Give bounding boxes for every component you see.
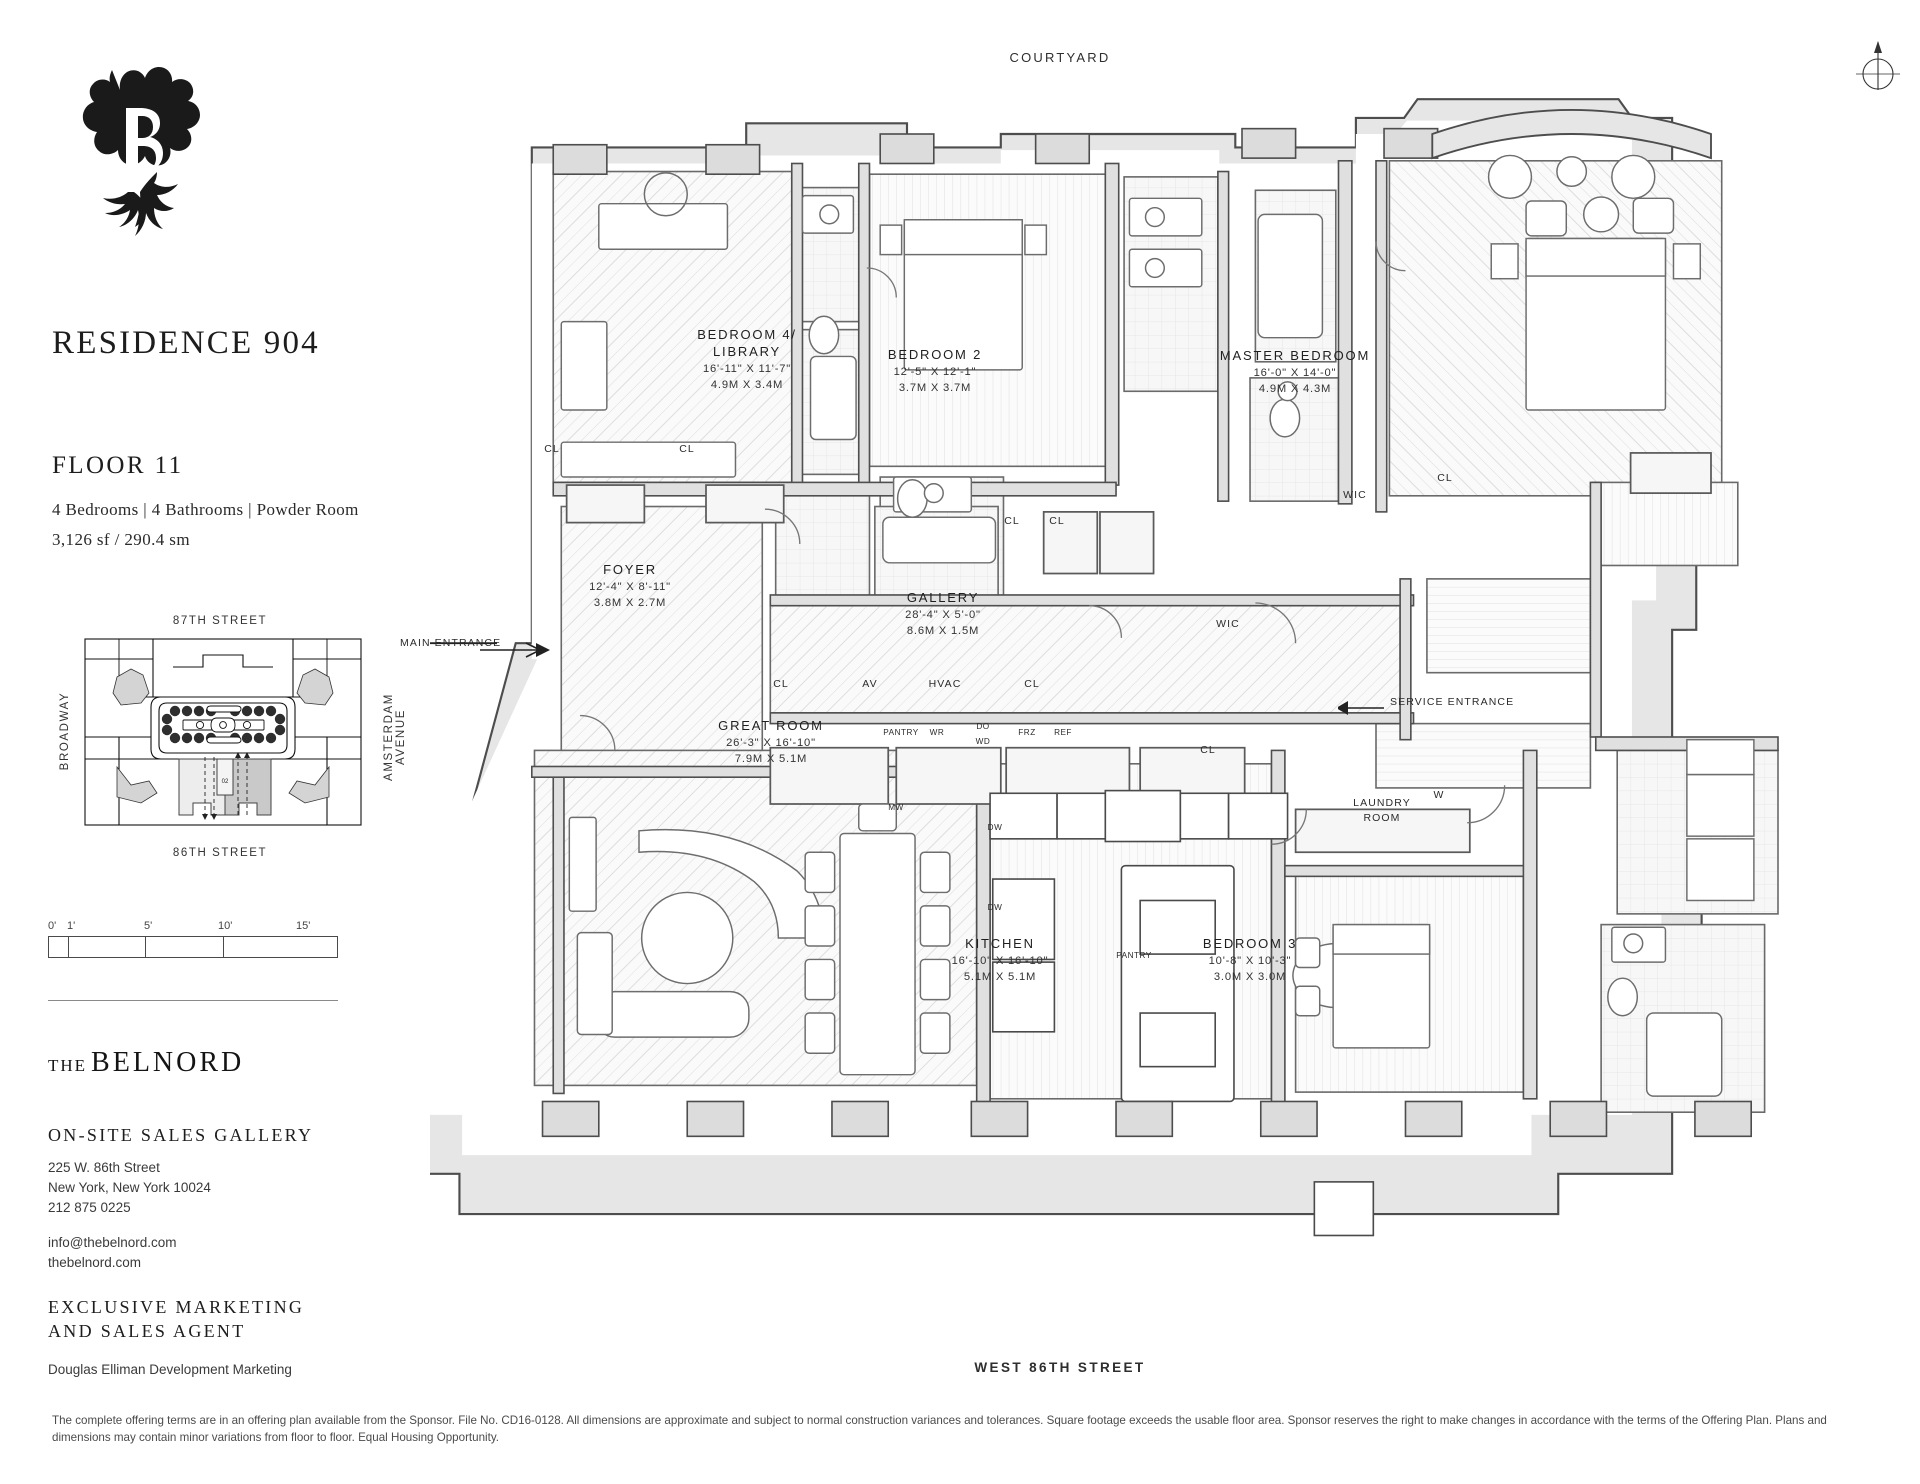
unit-configuration: 4 Bedrooms | 4 Bathrooms | Powder Room xyxy=(52,500,359,519)
sales-gallery-address: 225 W. 86th Street New York, New York 10… xyxy=(48,1158,211,1218)
floor-plan: COURTYARD WEST 86TH STREET xyxy=(400,0,1920,1484)
room-dim-metric-great-room: 7.9M X 5.1M xyxy=(734,753,808,765)
section-divider xyxy=(48,1000,338,1001)
address-line-1: 225 W. 86th Street xyxy=(48,1160,160,1175)
room-dim-metric-gallery: 8.6M X 1.5M xyxy=(906,625,980,637)
small-room-label-w-14: W xyxy=(1433,789,1445,801)
compass-north-icon xyxy=(1856,41,1900,90)
small-room-label-cl-2: CL xyxy=(1004,515,1020,527)
sales-gallery-heading: ON-SITE SALES GALLERY xyxy=(48,1125,314,1145)
keymap-street-west: BROADWAY xyxy=(59,691,71,771)
room-dim-metric-bedroom-2: 3.7M X 3.7M xyxy=(898,382,972,394)
small-room-label-cl-1: CL xyxy=(679,443,695,455)
small-room-label-cl-11: CL xyxy=(1200,744,1216,756)
small-room-label-wic-4: WIC xyxy=(1343,489,1367,501)
room-dim-imperial-bedroom-4: 16'-11" X 11'-7" xyxy=(702,363,792,375)
room-dim-metric-bedroom-4: 4.9M X 3.4M xyxy=(710,379,784,391)
small-room-label-laundry-12: LAUNDRY xyxy=(1353,797,1411,809)
scale-tick-1: 1' xyxy=(67,920,76,932)
appliance-label-pantry-0: PANTRY xyxy=(883,728,919,737)
appliance-label-mw-6: MW xyxy=(888,803,904,812)
room-dim-imperial-master-bedroom: 16'-0" X 14'-0" xyxy=(1253,367,1337,379)
small-room-label-cl-7: CL xyxy=(773,678,789,690)
main-entrance-label: MAIN ENTRANCE xyxy=(400,637,502,649)
room-name-foyer: FOYER xyxy=(603,562,657,577)
floor-title: FLOOR 11 xyxy=(52,452,184,479)
small-room-label-cl-5: CL xyxy=(1437,472,1453,484)
small-room-label-wic-6: WIC xyxy=(1216,618,1240,630)
floor-plan-drawing xyxy=(430,98,1779,1237)
small-room-label-cl-0: CL xyxy=(544,443,560,455)
room-name-bedroom-3: BEDROOM 3 xyxy=(1202,936,1298,951)
small-room-label-cl-10: CL xyxy=(1024,678,1040,690)
svg-text:02: 02 xyxy=(222,779,229,785)
small-room-label-hvac-9: HVAC xyxy=(928,678,962,690)
keymap-street-east: AMSTERDAM AVENUE xyxy=(383,693,407,781)
appliance-label-ref-5: REF xyxy=(1054,728,1072,737)
small-room-label-cl-3: CL xyxy=(1049,515,1065,527)
west-86th-street-label: WEST 86TH STREET xyxy=(974,1360,1146,1375)
room-name-bedroom-2: BEDROOM 2 xyxy=(887,347,983,362)
room-name-gallery: GALLERY xyxy=(906,590,980,605)
exclusive-agent-name: Douglas Elliman Development Marketing xyxy=(48,1362,292,1377)
address-line-2: New York, New York 10024 xyxy=(48,1180,211,1195)
brand-name: BELNORD xyxy=(91,1047,245,1078)
service-entrance-label: SERVICE ENTRANCE xyxy=(1390,696,1515,708)
room-name-bedroom-4: BEDROOM 4/ xyxy=(697,327,797,342)
appliance-label-frz-4: FRZ xyxy=(1018,728,1036,737)
phone-number: 212 875 0225 xyxy=(48,1200,131,1215)
room-dim-imperial-bedroom-3: 10'-8" X 10'-3" xyxy=(1208,955,1292,967)
scale-bar: 0' 1' 5' 10' 15' xyxy=(48,920,368,958)
room-dim-metric-foyer: 3.8M X 2.7M xyxy=(593,597,667,609)
scale-tick-15: 15' xyxy=(296,920,311,932)
room-dim-imperial-kitchen: 16'-10" X 16'-10" xyxy=(951,955,1049,967)
appliance-label-pantry-9: PANTRY xyxy=(1116,951,1152,960)
keymap-street-north: 87TH STREET xyxy=(172,615,268,627)
legal-disclaimer: The complete offering terms are in an of… xyxy=(52,1414,1827,1444)
keymap-street-south: 86TH STREET xyxy=(172,847,268,859)
main-entrance-arrow-icon xyxy=(480,642,550,658)
room-name-master-bedroom: MASTER BEDROOM xyxy=(1219,348,1371,363)
scale-tick-0: 0' xyxy=(48,920,57,932)
page-title: RESIDENCE 904 xyxy=(52,325,320,361)
brand-the: THE xyxy=(48,1056,88,1075)
room-dim-imperial-gallery: 28'-4" X 5'-0" xyxy=(905,609,981,621)
building-key-map: 87TH STREET 86TH STREET BROADWAY AMSTERD… xyxy=(45,615,407,865)
room-name-bedroom-4-2: LIBRARY xyxy=(713,344,781,359)
appliance-label-dw-8: DW xyxy=(987,903,1003,912)
keymap-diagram-icon: 02 xyxy=(84,638,362,826)
room-dim-imperial-foyer: 12'-4" X 8'-11" xyxy=(589,581,671,593)
scale-tick-5: 5' xyxy=(144,920,153,932)
room-dim-metric-kitchen: 5.1M X 5.1M xyxy=(963,971,1037,983)
room-dim-imperial-bedroom-2: 12'-5" X 12'-1" xyxy=(893,366,977,378)
email-link[interactable]: info@thebelnord.com xyxy=(48,1235,177,1250)
room-dim-imperial-great-room: 26'-3" X 16'-10" xyxy=(726,737,816,749)
room-dim-metric-master-bedroom: 4.9M X 4.3M xyxy=(1258,383,1332,395)
info-sidebar: RESIDENCE 904 FLOOR 11 4 Bedrooms | 4 Ba… xyxy=(0,0,430,1484)
exclusive-agent-heading: EXCLUSIVE MARKETING AND SALES AGENT xyxy=(48,1297,305,1341)
small-room-label-av-8: AV xyxy=(862,678,878,690)
appliance-label-wd-3: WD xyxy=(975,737,991,746)
website-link[interactable]: thebelnord.com xyxy=(48,1255,142,1270)
appliance-label-wr-1: WR xyxy=(929,728,945,737)
room-name-kitchen: KITCHEN xyxy=(965,936,1035,951)
small-room-label-room-13: ROOM xyxy=(1363,812,1401,824)
room-dim-metric-bedroom-3: 3.0M X 3.0M xyxy=(1213,971,1287,983)
scale-tick-10: 10' xyxy=(218,920,233,932)
courtyard-label: COURTYARD xyxy=(1009,50,1111,65)
service-entrance-arrow-icon xyxy=(1338,701,1384,715)
sales-gallery-contact: info@thebelnord.com thebelnord.com xyxy=(48,1233,177,1273)
appliance-label-dw-7: DW xyxy=(987,823,1003,832)
appliance-label-do-2: DO xyxy=(976,722,990,731)
belnord-logo-icon xyxy=(82,67,200,236)
brand-wordmark: THE BELNORD xyxy=(48,1047,244,1079)
scale-bar-graphic xyxy=(48,936,338,958)
room-name-great-room: GREAT ROOM xyxy=(718,718,824,733)
unit-area: 3,126 sf / 290.4 sm xyxy=(52,530,190,549)
